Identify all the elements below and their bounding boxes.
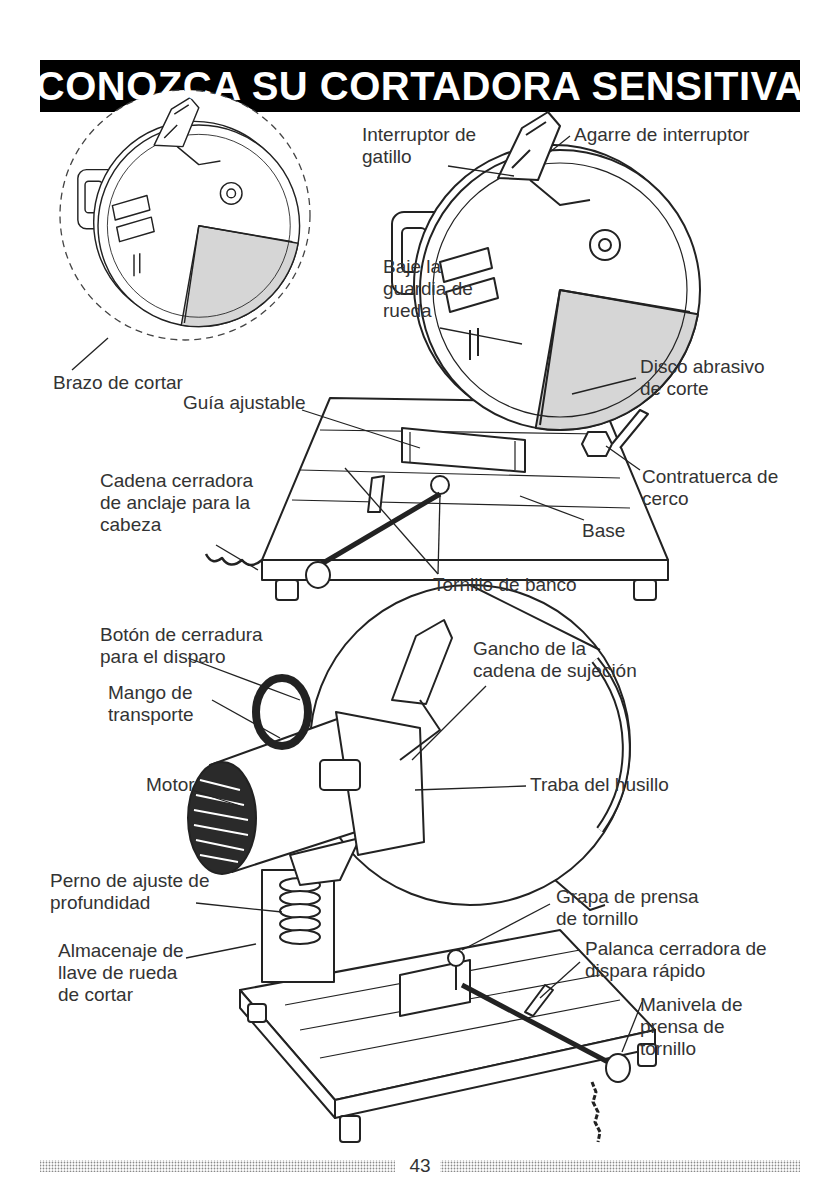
- saw-rear-view-part: [462, 985, 608, 1062]
- saw-rear-view-part: [280, 891, 320, 905]
- inset-view-part: [78, 98, 300, 327]
- leader-lines-part: [212, 700, 280, 738]
- leader-lines-part: [345, 468, 438, 574]
- leader-lines-part: [216, 545, 258, 570]
- saw-rear-view-part: [280, 904, 320, 918]
- saw-top-view-part: [368, 476, 384, 512]
- leader-lines-part: [440, 328, 522, 344]
- leader-lines-part: [540, 962, 580, 998]
- part-label: Traba del husillo: [530, 774, 730, 796]
- part-label: Brazo de cortar: [53, 372, 253, 394]
- saw-rear-view-part: [188, 762, 256, 874]
- saw-rear-view-part: [592, 1082, 600, 1142]
- leader-lines-part: [462, 904, 550, 950]
- saw-rear-view: [188, 585, 656, 1142]
- saw-rear-view-part: [280, 930, 320, 944]
- part-label: Perno de ajuste de profundidad: [50, 870, 230, 914]
- part-label: Interruptor de gatillo: [362, 124, 482, 168]
- leader-lines-part: [72, 338, 108, 370]
- leader-lines-part: [412, 686, 486, 760]
- saw-top-view-part: [410, 432, 515, 470]
- saw-top-view: [206, 112, 700, 600]
- leader-lines-part: [448, 166, 514, 176]
- leader-lines-part: [550, 136, 570, 152]
- leader-lines-part: [186, 944, 256, 958]
- part-label: Cadena cerradora de anclaje para la cabe…: [100, 470, 275, 536]
- leader-lines-part: [415, 786, 526, 790]
- part-label: Mango de transporte: [108, 682, 218, 726]
- saw-rear-view-part: [455, 966, 457, 990]
- saw-rear-view-part: [280, 917, 320, 931]
- saw-top-view-part: [612, 410, 648, 448]
- part-label: Tornillo de banco: [433, 574, 633, 596]
- part-label: Palanca cerradora de dispara rápido: [585, 938, 770, 982]
- saw-rear-view-part: [194, 780, 248, 862]
- leader-lines-part: [606, 446, 640, 470]
- part-label: Gancho de la cadena de sujeción: [473, 638, 643, 682]
- part-label: Grapa de prensa de tornillo: [556, 886, 711, 930]
- leader-lines-part: [192, 790, 240, 806]
- saw-rear-view-part: [448, 950, 464, 966]
- part-label: Botón de cerradura para el disparo: [100, 624, 285, 668]
- saw-rear-view-part: [400, 700, 440, 760]
- saw-rear-view-part: [400, 960, 470, 1016]
- part-label: Disco abrasivo de corte: [640, 356, 790, 400]
- saw-rear-view-part: [310, 585, 630, 905]
- saw-top-view-part: [306, 562, 330, 588]
- saw-rear-view-part: [595, 660, 626, 830]
- saw-rear-view-part: [595, 660, 626, 830]
- page-footer-part: [440, 1160, 800, 1172]
- saw-rear-view-part: [262, 870, 334, 982]
- title-band: [40, 60, 800, 112]
- saw-rear-view-part: [392, 620, 452, 704]
- page-number: 43: [400, 1155, 440, 1177]
- part-label: Guía ajustable: [183, 392, 383, 414]
- part-label: Baje la guardia de rueda: [383, 256, 483, 322]
- saw-rear-view-part: [340, 1116, 360, 1142]
- saw-top-view-part: [431, 476, 449, 494]
- part-label: Base: [582, 520, 682, 542]
- leader-lines-part: [196, 903, 282, 912]
- saw-rear-view-part: [335, 1030, 655, 1118]
- saw-top-view-part: [402, 428, 525, 472]
- inset-view-part: [60, 90, 310, 340]
- saw-top-view-part: [582, 432, 612, 456]
- saw-rear-view-part: [320, 760, 360, 790]
- inset-view-part-part: [78, 98, 300, 327]
- leader-lines-part: [622, 1002, 642, 1052]
- leader-lines-part: [438, 495, 440, 574]
- page-title: CONOZCA SU CORTADORA SENSITIVA: [40, 60, 800, 112]
- part-label: Almacenaje de llave de rueda de cortar: [58, 940, 193, 1006]
- part-label: Manivela de prensa de tornillo: [640, 994, 760, 1060]
- saw-rear-view-part: [256, 678, 308, 746]
- saw-rear-view-part: [606, 1054, 630, 1082]
- saw-rear-view-part: [248, 1004, 266, 1022]
- saw-top-view-part: [634, 580, 656, 600]
- leader-lines-part: [520, 496, 584, 520]
- page-footer-part: [40, 1160, 395, 1172]
- part-label: Agarre de interruptor: [574, 124, 824, 146]
- inset-view: [60, 90, 310, 340]
- saw-top-view-part: [276, 580, 298, 600]
- saw-rear-view-part: [240, 990, 335, 1118]
- saw-rear-view-part: [470, 585, 605, 910]
- leader-lines-part: [572, 378, 636, 394]
- part-label: Motor: [146, 774, 246, 796]
- part-label: Contratuerca de cerco: [642, 466, 792, 510]
- leader-lines-part: [302, 410, 420, 448]
